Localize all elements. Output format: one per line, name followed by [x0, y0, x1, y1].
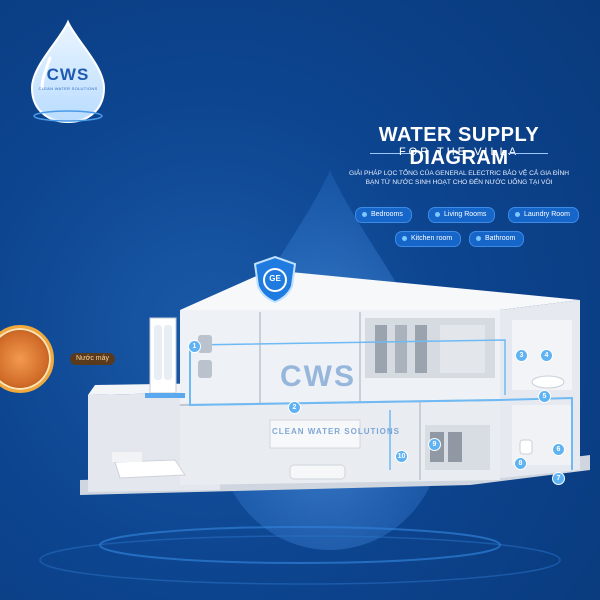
description-line-2: BẠN TỪ NƯỚC SINH HOẠT CHO ĐẾN NƯỚC UỐNG …	[365, 179, 553, 186]
point-8[interactable]: 8	[514, 457, 527, 470]
page-title: WATER SUPPLY DIAGRAM	[378, 124, 540, 169]
point-10[interactable]: 10	[395, 450, 408, 463]
ge-shield-icon	[253, 255, 297, 304]
logo-subtext: CLEAN WATER SOLUTIONS	[38, 86, 98, 91]
dot-icon	[476, 235, 481, 241]
dot-icon	[362, 211, 367, 217]
point-9[interactable]: 9	[428, 438, 441, 451]
point-1[interactable]: 1	[188, 340, 201, 353]
subtitle-line-left	[370, 153, 410, 154]
dot-icon	[515, 211, 520, 217]
point-4[interactable]: 4	[540, 349, 553, 362]
watermark-text: CLEAN WATER SOLUTIONS	[272, 427, 400, 436]
point-3[interactable]: 3	[515, 349, 528, 362]
watermark-logo: CWS	[280, 360, 356, 393]
room-tag-laundry-room[interactable]: Laundry Room	[508, 207, 579, 223]
roof	[180, 270, 580, 310]
subtitle-row: FOR THE VILLA	[330, 146, 588, 162]
dot-icon	[435, 211, 440, 217]
tap-water-magnifier	[0, 325, 54, 393]
room-tag-living-rooms[interactable]: Living Rooms	[428, 207, 496, 223]
tap-water-label: Nước máy	[70, 353, 116, 365]
page-subtitle: FOR THE VILLA	[398, 146, 520, 158]
point-7[interactable]: 7	[552, 472, 565, 485]
room-tag-bathroom[interactable]: Bathroom	[469, 231, 525, 247]
ge-badge-text: GE	[269, 274, 281, 283]
description-line-1: GIẢI PHÁP LỌC TỔNG CỦA GENERAL ELECTRIC …	[348, 170, 570, 177]
dot-icon	[402, 235, 407, 241]
description: GIẢI PHÁP LỌC TỔNG CỦA GENERAL ELECTRIC …	[325, 169, 593, 187]
point-2[interactable]: 2	[288, 401, 301, 414]
room-tag-kitchen-room[interactable]: Kitchen room	[395, 231, 462, 247]
water-drop-logo-icon	[30, 19, 106, 124]
room-tag-bedrooms[interactable]: Bedrooms	[355, 207, 412, 223]
point-6[interactable]: 6	[552, 443, 565, 456]
subtitle-line-right	[508, 153, 548, 154]
logo-text: CWS	[46, 65, 90, 84]
point-5[interactable]: 5	[538, 390, 551, 403]
